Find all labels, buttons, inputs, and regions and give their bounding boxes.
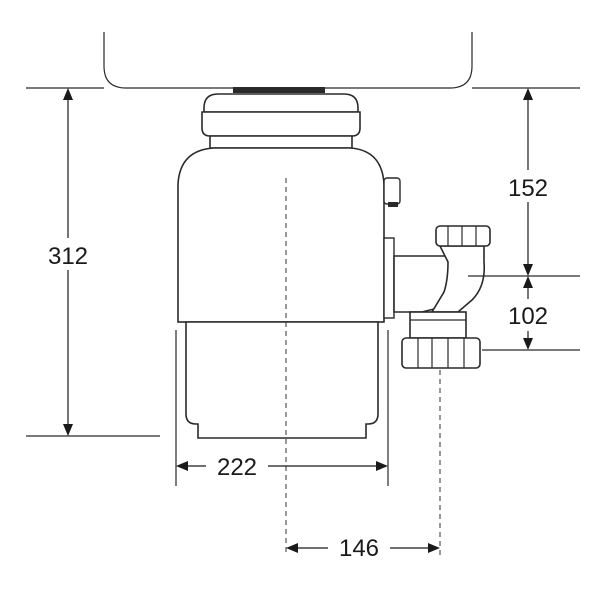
dim-222-label: 222 [217, 454, 257, 481]
outlet-tube [409, 311, 467, 339]
dim-102-label: 102 [508, 303, 548, 330]
top-coupling-nut [435, 225, 491, 247]
dim-146-label: 146 [339, 535, 379, 562]
reset-button-cap [388, 202, 398, 207]
disposer-upper-body [177, 147, 385, 323]
mount-ring-upper [203, 93, 359, 113]
dim-152-label: 152 [508, 175, 548, 202]
bottom-coupling-nut [401, 337, 481, 369]
sink-flange [233, 87, 325, 93]
inlet-flange-plate [383, 237, 395, 319]
disposer-lower-body [185, 321, 379, 439]
dim-312-label: 312 [48, 243, 88, 270]
reset-button [383, 177, 401, 205]
sink-bowl [103, 32, 473, 89]
mount-ring-lower [201, 111, 361, 137]
mount-collar [209, 135, 353, 149]
